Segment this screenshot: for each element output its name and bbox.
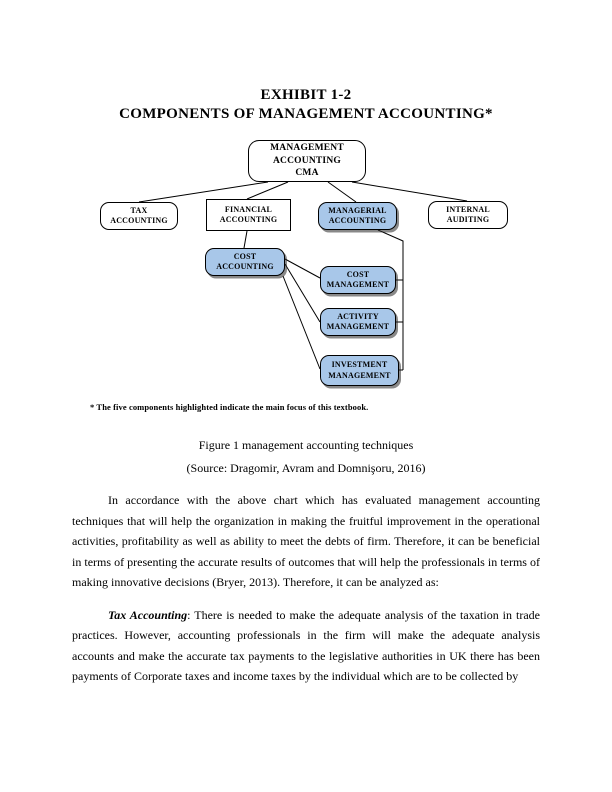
- node-internal-auditing: INTERNAL AUDITING: [428, 201, 508, 229]
- exhibit-subtitle: COMPONENTS OF MANAGEMENT ACCOUNTING*: [119, 106, 493, 122]
- management-accounting-chart: MANAGEMENT ACCOUNTING CMA TAX ACCOUNTING…: [0, 138, 612, 388]
- node-investment-management: INVESTMENT MANAGEMENT: [320, 355, 399, 386]
- body-text: In accordance with the above chart which…: [72, 490, 540, 687]
- figure-caption: Figure 1 management accounting technique…: [198, 438, 414, 452]
- exhibit-header: EXHIBIT 1-2 COMPONENTS OF MANAGEMENT ACC…: [0, 0, 612, 124]
- paragraph-tax-accounting-text: : There is needed to make the adequate a…: [72, 607, 540, 684]
- diagram-footnote: * The five components highlighted indica…: [90, 402, 369, 412]
- connector-lines: [138, 181, 468, 371]
- node-activity-management: ACTIVITY MANAGEMENT: [320, 308, 396, 336]
- node-tax-accounting: TAX ACCOUNTING: [100, 202, 178, 230]
- node-financial-accounting: FINANCIAL ACCOUNTING: [206, 199, 291, 231]
- node-managerial-accounting: MANAGERIAL ACCOUNTING: [318, 202, 397, 230]
- node-cost-accounting: COST ACCOUNTING: [205, 248, 285, 276]
- node-management-accounting-cma: MANAGEMENT ACCOUNTING CMA: [248, 140, 366, 182]
- tax-accounting-lead: Tax Accounting: [108, 607, 188, 622]
- paragraph-tax-accounting: Tax Accounting: There is needed to make …: [72, 605, 540, 687]
- paragraph-intro: In accordance with the above chart which…: [72, 493, 540, 589]
- exhibit-title: EXHIBIT 1-2: [260, 87, 352, 103]
- node-cost-management: COST MANAGEMENT: [320, 266, 396, 294]
- figure-caption-block: Figure 1 management accounting technique…: [0, 434, 612, 480]
- figure-source: (Source: Dragomir, Avram and Domnişoru, …: [186, 461, 426, 475]
